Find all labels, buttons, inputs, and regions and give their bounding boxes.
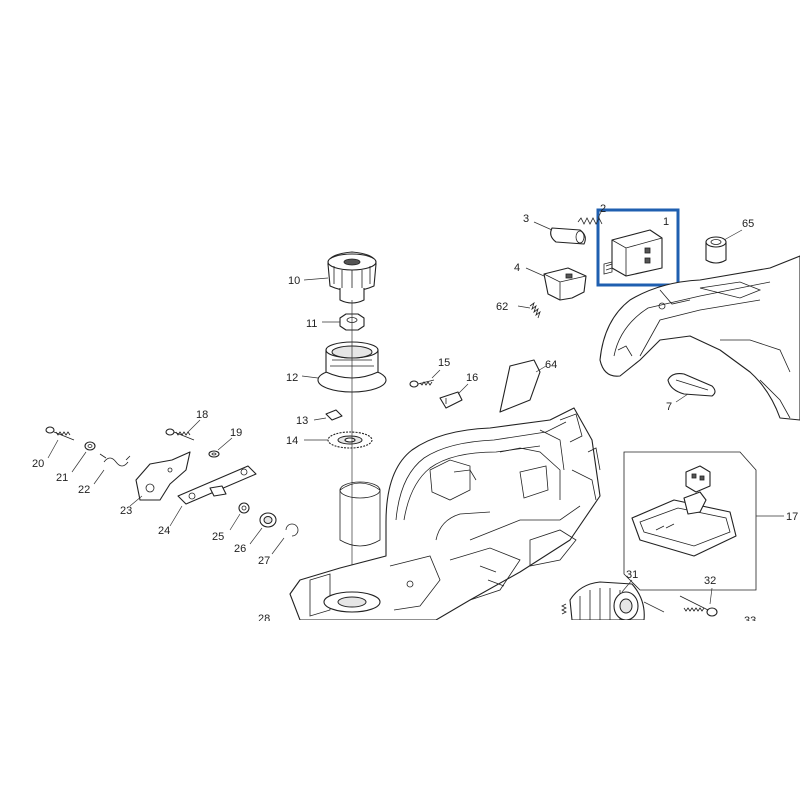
callout-23: 23 (120, 505, 132, 517)
callout-15: 15 (438, 357, 450, 369)
callout-2: 2 (600, 203, 606, 215)
part-15-screw (409, 369, 441, 388)
part-11-nut (322, 313, 365, 331)
part-7-pad (667, 373, 716, 403)
part-13-clip (313, 409, 343, 421)
callout-16: 16 (466, 372, 478, 384)
part-31-motor (561, 579, 665, 620)
callout-7: 7 (666, 401, 672, 413)
callout-24: 24 (158, 525, 170, 537)
part-4-holder (525, 267, 587, 301)
part-24-link-bar (169, 465, 257, 527)
callout-27: 27 (258, 555, 270, 567)
callout-20: 20 (32, 458, 44, 470)
bottom-blank-area (0, 621, 800, 800)
callout-1: 1 (663, 216, 669, 228)
part-65-bushing (705, 229, 743, 264)
callout-64: 64 (545, 359, 557, 371)
part-2-spring (577, 209, 603, 225)
part-14-gear (304, 431, 373, 449)
handle-housing (599, 255, 800, 421)
part-21-washer (71, 441, 96, 473)
part-1-switch[interactable] (603, 229, 663, 277)
callout-11: 11 (306, 318, 317, 330)
callout-25: 25 (212, 531, 224, 543)
part-19-washer (208, 437, 233, 458)
callout-13: 13 (296, 415, 308, 427)
main-housing (289, 407, 601, 620)
part-12-depth-ring[interactable] (301, 341, 387, 393)
callout-26: 26 (234, 543, 246, 555)
callout-14: 14 (286, 435, 298, 447)
callout-62: 62 (496, 301, 508, 313)
part-64-plate (499, 359, 547, 413)
part-62-spring (517, 301, 541, 319)
part-20-screw (45, 426, 75, 459)
part-22-spring (93, 453, 131, 485)
part-27-ring (271, 523, 299, 555)
part-10-knob[interactable] (303, 251, 377, 304)
callout-19: 19 (230, 427, 242, 439)
callout-22: 22 (78, 484, 90, 496)
callout-17: 17 (786, 511, 798, 523)
part-25-washer (229, 502, 250, 531)
callout-10: 10 (288, 275, 300, 287)
part-23-lever-plate (129, 451, 191, 507)
callout-3: 3 (523, 213, 529, 225)
part-18-screw (165, 419, 201, 441)
part-26-bearing (249, 512, 277, 545)
part-17-inset (623, 451, 784, 591)
callout-labels: 1 2 3 4 7 10 11 12 13 14 15 16 17 18 19 … (32, 203, 798, 627)
callout-31: 31 (626, 569, 638, 581)
callout-65: 65 (742, 218, 754, 230)
callout-32: 32 (704, 575, 716, 587)
part-3-lever (533, 221, 586, 245)
part-1-highlight-box (596, 208, 680, 287)
callout-18: 18 (196, 409, 208, 421)
part-32-screw (679, 587, 718, 617)
callout-4: 4 (514, 262, 520, 274)
callout-12: 12 (286, 372, 298, 384)
callout-21: 21 (56, 472, 68, 484)
part-16-bracket (439, 383, 469, 409)
